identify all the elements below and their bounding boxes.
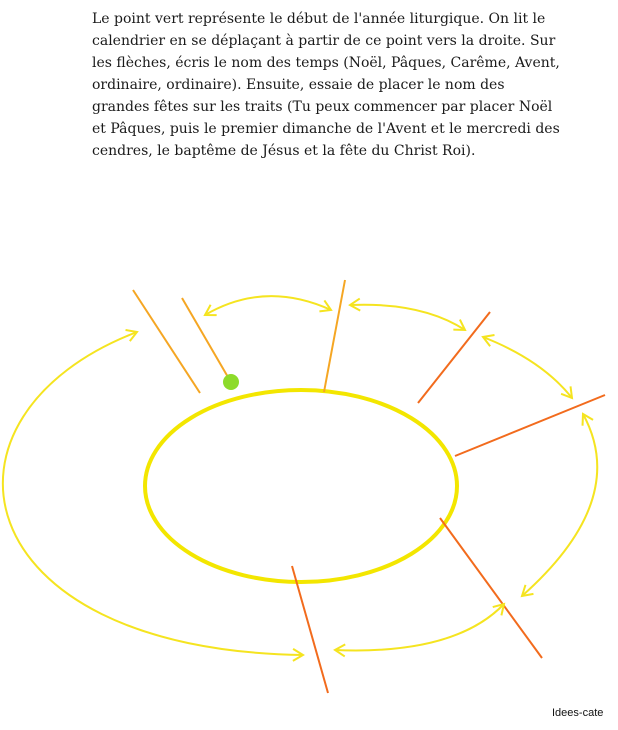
credit-label: Idees-cate xyxy=(552,707,604,719)
season-arrow-upper-right xyxy=(348,297,467,332)
season-arrow-right xyxy=(481,334,574,400)
feast-line-2 xyxy=(181,297,233,385)
feast-line-1 xyxy=(132,289,201,394)
instructions-text: Le point vert représente le début de l'a… xyxy=(92,11,560,159)
season-arrow-far-right xyxy=(520,412,599,598)
feast-line-3 xyxy=(323,279,346,393)
season-arrow-bottom xyxy=(333,602,506,658)
feast-line-7 xyxy=(291,565,329,694)
feast-line-4 xyxy=(417,311,491,404)
feast-line-6 xyxy=(439,517,543,659)
season-arrow-left xyxy=(1,328,305,662)
start-point xyxy=(223,374,239,390)
central-ellipse xyxy=(143,388,459,584)
season-arrow-top xyxy=(203,295,333,317)
feast-line-5 xyxy=(454,394,606,457)
